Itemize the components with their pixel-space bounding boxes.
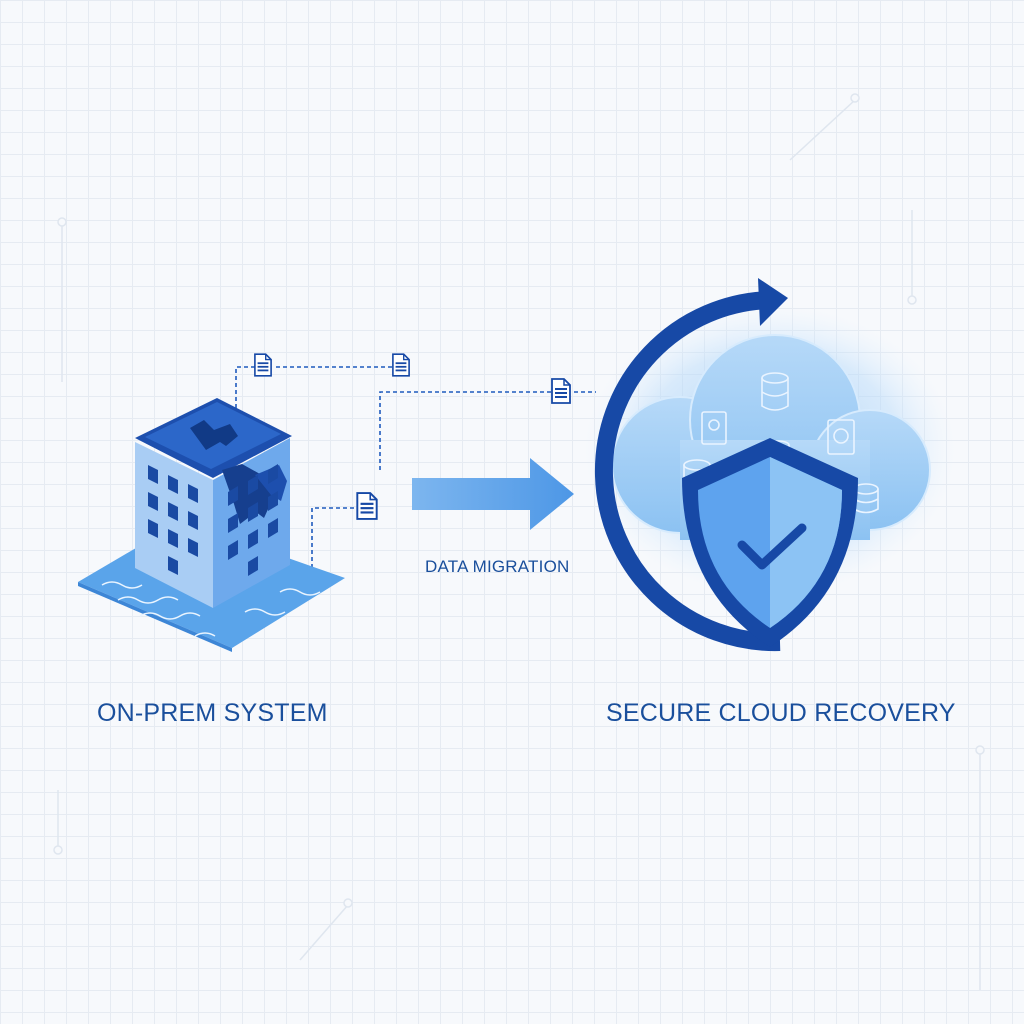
document-icon: [551, 378, 571, 404]
data-paths: [235, 366, 596, 575]
document-icon: [392, 353, 410, 377]
shield-icon: [682, 438, 858, 647]
data-migration-label: DATA MIGRATION: [425, 557, 570, 576]
secure-cloud-recovery-label: SECURE CLOUD RECOVERY: [606, 699, 956, 727]
checkmark-icon: [737, 523, 807, 570]
cycle-arrow-icon: [595, 278, 788, 652]
migration-arrow-icon: [412, 458, 574, 530]
building-icon: [135, 398, 292, 608]
document-icon: [356, 492, 378, 520]
background-decor: [53, 93, 985, 990]
on-prem-system-label: ON-PREM SYSTEM: [97, 699, 328, 727]
document-icon: [254, 353, 272, 377]
database-icon: [761, 372, 789, 411]
